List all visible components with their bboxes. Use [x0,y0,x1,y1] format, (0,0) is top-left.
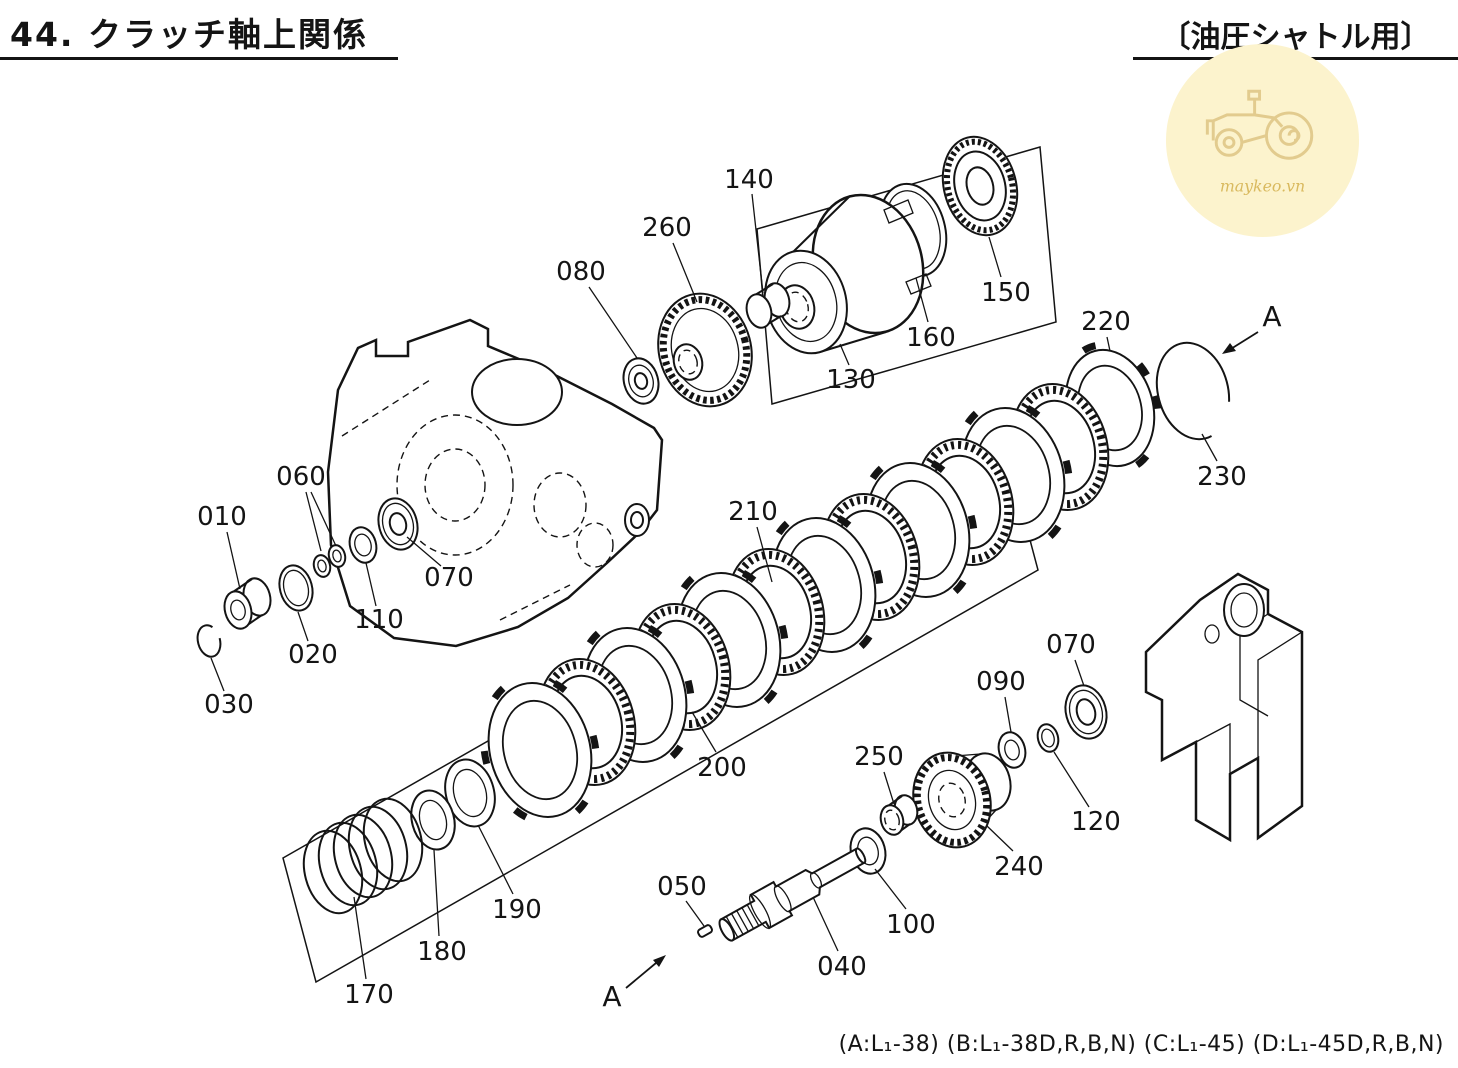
part-070-bearing-right [1064,684,1108,740]
part-090-washer [997,731,1027,769]
transmission-housing [326,318,664,648]
clutch-pack-group [302,341,1231,915]
part-250-coupler [879,794,919,836]
part-260-gear [657,292,753,408]
watermark-text: maykeo.vn [1220,177,1305,196]
part-040-shaft [718,847,867,942]
part-label-070-right: 070 [1046,630,1096,660]
part-030-snap-ring [196,624,222,658]
part-020-o-ring [278,564,314,612]
watermark: maykeo.vn [1164,42,1361,239]
part-label-160: 160 [906,323,956,353]
part-label-240: 240 [994,852,1044,882]
part-label-040: 040 [817,952,867,982]
part-080-washer [622,357,660,405]
part-label-170: 170 [344,980,394,1010]
part-label-220: 220 [1081,307,1131,337]
clutch-drum-group [622,135,1019,408]
part-labels: 140 260 080 160 150 130 220 230 060 010 … [197,165,1247,1010]
part-label-030: 030 [204,690,254,720]
section-arrows: A A [602,300,1281,1013]
part-120-ring [1036,723,1060,753]
part-label-120: 120 [1071,807,1121,837]
part-label-130: 130 [826,365,876,395]
part-label-190: 190 [492,895,542,925]
part-060-washers [312,544,347,578]
model-applicability-note: (A:L₁-38) (B:L₁-38D,R,B,N) (C:L₁-45) (D:… [838,1032,1444,1057]
part-110-ring [348,526,378,564]
tractor-icon [1205,89,1314,160]
title-underline [0,57,398,60]
part-label-100: 100 [886,910,936,940]
part-label-110: 110 [354,605,404,635]
part-label-090: 090 [976,667,1026,697]
part-070-bearing-left [377,497,419,551]
watermark-circle [1165,43,1360,238]
part-label-070-left: 070 [424,563,474,593]
part-label-200: 200 [697,753,747,783]
part-150-bearing [941,135,1019,237]
part-label-050: 050 [657,872,707,902]
section-marker-top: A [1262,300,1281,333]
leader-lines [210,193,1218,980]
arrowhead-top [1222,343,1236,354]
page-subtitle: 〔油圧シャトル用〕 [1160,20,1431,55]
output-shaft-group [697,684,1108,942]
part-label-210: 210 [728,497,778,527]
part-240-gear [912,751,1012,849]
part-label-230: 230 [1197,462,1247,492]
arrowhead-bottom [653,955,666,967]
part-label-180: 180 [417,937,467,967]
support-bracket [1144,572,1304,843]
part-label-060: 060 [276,462,326,492]
part-label-010: 010 [197,502,247,532]
part-label-250: 250 [854,742,904,772]
section-marker-bottom: A [602,980,621,1013]
input-end-group [196,497,419,658]
part-170-coil-spring [302,797,424,915]
part-label-150: 150 [981,278,1031,308]
part-010-cap [223,577,272,630]
part-140-collar [745,282,791,329]
part-050-pin [697,924,713,938]
part-180-ring [410,789,456,851]
page-title: 44. クラッチ軸上関係 [10,15,368,54]
part-label-140: 140 [724,165,774,195]
part-130-clutch-drum [764,193,932,355]
part-label-020: 020 [288,640,338,670]
part-label-080: 080 [556,257,606,287]
part-label-260: 260 [642,213,692,243]
